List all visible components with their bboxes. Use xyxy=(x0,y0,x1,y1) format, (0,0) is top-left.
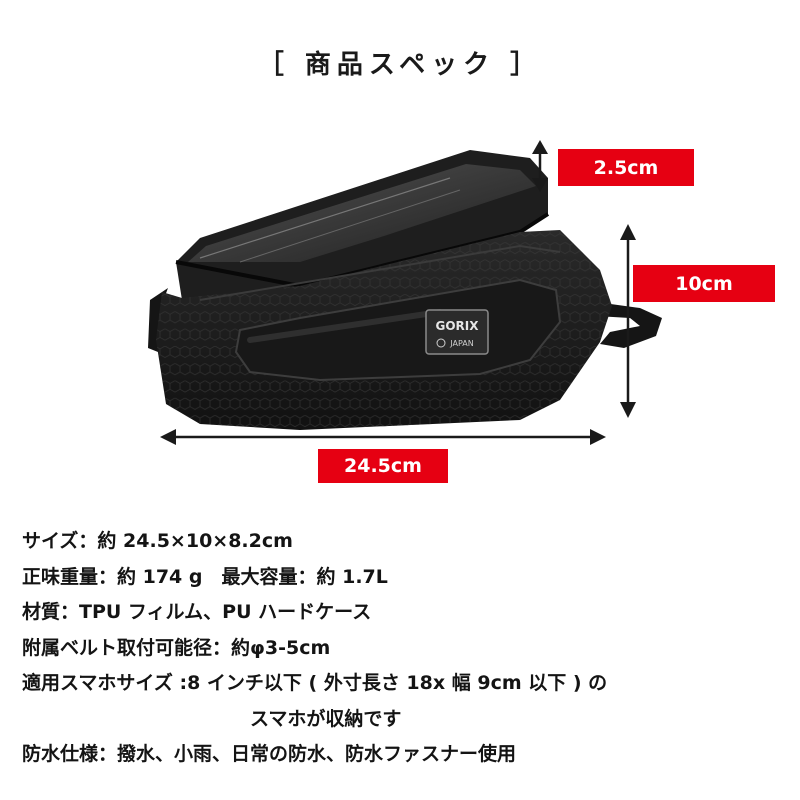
spec-material: 材質：TPU フィルム、PU ハードケース xyxy=(22,601,372,623)
depth-arrow xyxy=(620,224,636,418)
bag-illustration: GORIX JAPAN xyxy=(148,140,662,445)
height-arrow xyxy=(532,140,548,192)
clear-window xyxy=(188,164,536,262)
spec-phone-size-cont: スマホが収納です xyxy=(250,707,402,730)
brand-badge xyxy=(425,309,489,355)
right-strap xyxy=(596,302,662,348)
spec-waterproof: 防水仕様：撥水、小雨、日常の防水、防水ファスナー使用 xyxy=(22,743,517,765)
brand-logo: GORIX xyxy=(435,319,479,333)
brand-sub: JAPAN xyxy=(449,339,473,348)
section-title: ［ 商品スペック ］ xyxy=(257,50,543,80)
spec-weight: 正味重量：約 174 g 最大容量：約 1.7L xyxy=(22,565,388,588)
shell-panel xyxy=(234,278,562,382)
spec-list: サイズ：約 24.5×10×8.2cm 正味重量：約 174 g 最大容量：約 … xyxy=(22,524,792,773)
width-label: 24.5cm xyxy=(318,449,448,483)
width-arrow xyxy=(160,429,606,445)
spec-size: サイズ：約 24.5×10×8.2cm xyxy=(22,530,293,552)
height-label: 2.5cm xyxy=(558,149,694,186)
depth-label: 10cm xyxy=(633,265,775,302)
spec-belt: 附属ベルト取付可能径：約φ3-5cm xyxy=(22,636,331,659)
spec-phone-size: 適用スマホサイズ :8 インチ以下 ( 外寸長さ 18x 幅 9cm 以下 ) … xyxy=(22,672,608,694)
